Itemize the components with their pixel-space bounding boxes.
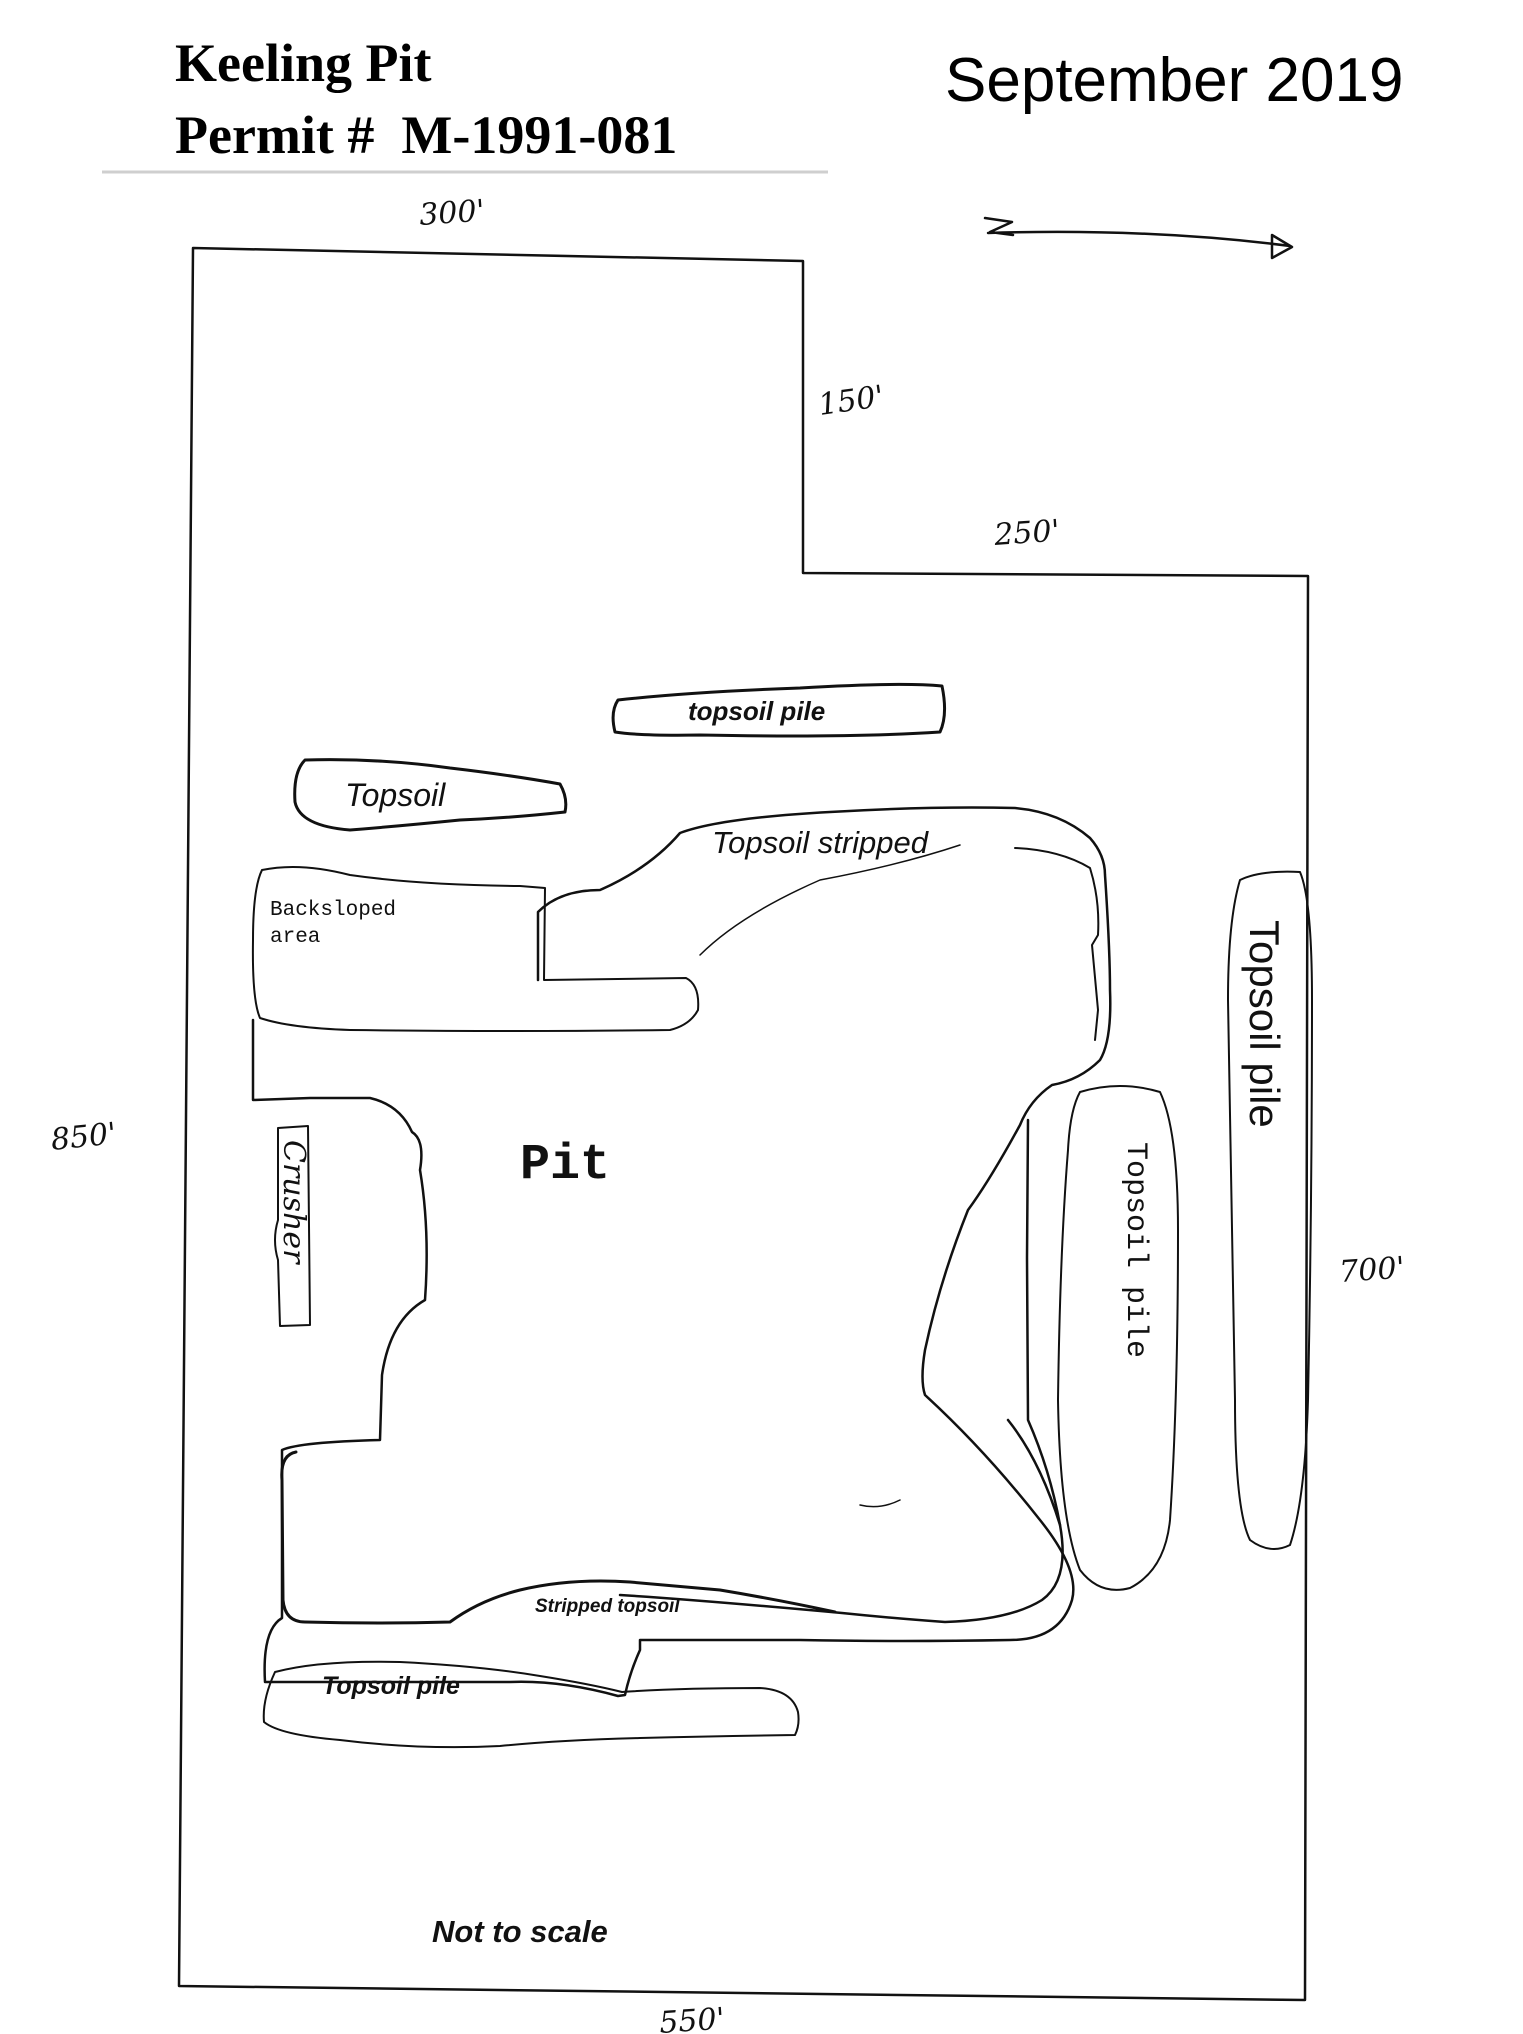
pit-internal-edges [618, 1418, 1064, 1624]
label-not-to-scale: Not to scale [432, 1914, 608, 1949]
label-backsloped-line1: Backsloped [270, 899, 396, 922]
topsoil-pile-outer-outline [1227, 870, 1313, 1550]
topsoil-small-outline [293, 758, 568, 832]
dim-notch-horizontal: 250' [992, 513, 1061, 553]
north-arrow-icon [983, 216, 1294, 260]
label-backsloped-line2: area [270, 926, 320, 949]
dim-notch-vertical: 150' [816, 379, 886, 423]
map-date: September 2019 [945, 46, 1404, 115]
label-pit: Pit [520, 1137, 610, 1194]
property-boundary [177, 246, 1310, 2002]
pit-interior-slope [699, 844, 961, 956]
label-crusher: Crusher [276, 1140, 311, 1265]
label-stripped-topsoil: Stripped topsoil [535, 1596, 680, 1617]
crusher-outline [274, 1125, 311, 1327]
backsloped-area-outline [251, 865, 700, 1032]
dim-right: 700' [1338, 1250, 1406, 1289]
label-topsoil-pile-bottom: Topsoil pile [322, 1672, 460, 1700]
label-topsoil-stripped: Topsoil stripped [712, 825, 930, 860]
label-topsoil-pile-top: topsoil pile [688, 696, 825, 726]
pit-inner-west-wall [280, 1450, 837, 1625]
topsoil-pile-inner-outline [1057, 1085, 1179, 1591]
topsoil-pile-top-outline [611, 682, 947, 738]
site-name: Keeling Pit [175, 33, 432, 93]
label-topsoil-small: Topsoil [345, 777, 446, 813]
pit-nw-corner [1014, 847, 1100, 1041]
dim-top: 300' [418, 193, 486, 232]
pit-outline [251, 806, 1112, 1698]
dim-left: 850' [49, 1116, 118, 1158]
pit-interior-slope-2 [859, 1499, 901, 1508]
pit-east-wall [1025, 1118, 1062, 1527]
permit-number: Permit # M-1991-081 [175, 105, 678, 165]
topsoil-pile-bottom-outline [262, 1660, 800, 1749]
dim-bottom: 550' [658, 2001, 726, 2034]
label-topsoil-pile-inner: Topsoil pile [1118, 1142, 1152, 1358]
label-topsoil-pile-outer: Topsoil pile [1241, 920, 1288, 1128]
